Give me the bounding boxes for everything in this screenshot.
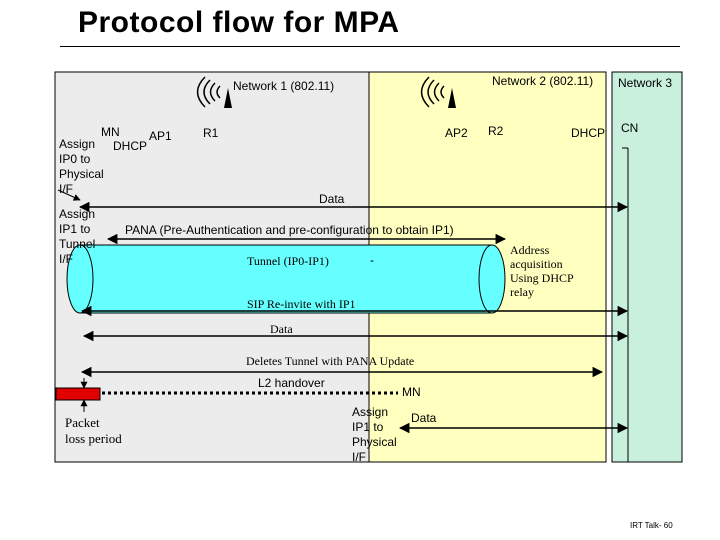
msg-data-3: Data	[411, 411, 437, 425]
pointer-assign-ip0	[57, 189, 81, 201]
node-r1: R1	[203, 126, 219, 140]
network3-area	[611, 71, 683, 463]
msg-sip: SIP Re-invite with IP1	[247, 297, 356, 311]
slide-footer: IRT Talk- 60	[630, 521, 673, 530]
antenna-icon-network1	[196, 76, 232, 108]
msg-data-1: Data	[319, 192, 345, 206]
node-dhcp-left: DHCP	[113, 139, 148, 153]
node-ap2: AP2	[445, 126, 468, 140]
node-r2: R2	[488, 124, 504, 138]
node-cn: CN	[621, 121, 639, 135]
node-ap1: AP1	[149, 129, 172, 143]
note-assign-ip0: Assign IP0 to Physical I/F	[59, 137, 104, 196]
node-mn: MN	[101, 125, 120, 139]
note-address-acquisition: Address acquisition Using DHCP relay	[510, 243, 574, 299]
network1-label: Network 1 (802.11)	[233, 79, 335, 93]
tunnel-cylinder	[66, 244, 506, 314]
network3-label: Network 3	[618, 76, 673, 90]
note-assign-ip1-tunnel: Assign IP1 to Tunnel I/F	[59, 207, 96, 266]
msg-dot: -	[370, 253, 374, 267]
msg-data-2: Data	[270, 322, 293, 336]
msg-l2-handover: L2 handover	[258, 376, 325, 390]
node-mn-bottom: MN	[402, 385, 421, 399]
antenna-icon-network2	[420, 76, 456, 108]
msg-tunnel: Tunnel (IP0-IP1)	[247, 254, 329, 268]
node-dhcp-right: DHCP	[571, 126, 606, 140]
msg-pana: PANA (Pre-Authentication and pre-configu…	[125, 223, 454, 237]
title-underline	[60, 46, 680, 47]
note-assign-ip1-physical: Assign IP1 to Physical I/F	[352, 405, 397, 464]
network2-label: Network 2 (802.11)	[492, 74, 594, 88]
msg-deletes: Deletes Tunnel with PANA Update	[246, 354, 415, 368]
page-title: Protocol flow for MPA	[78, 6, 400, 39]
note-packet-loss: Packet loss period	[65, 415, 122, 446]
packet-loss-box	[55, 387, 101, 401]
